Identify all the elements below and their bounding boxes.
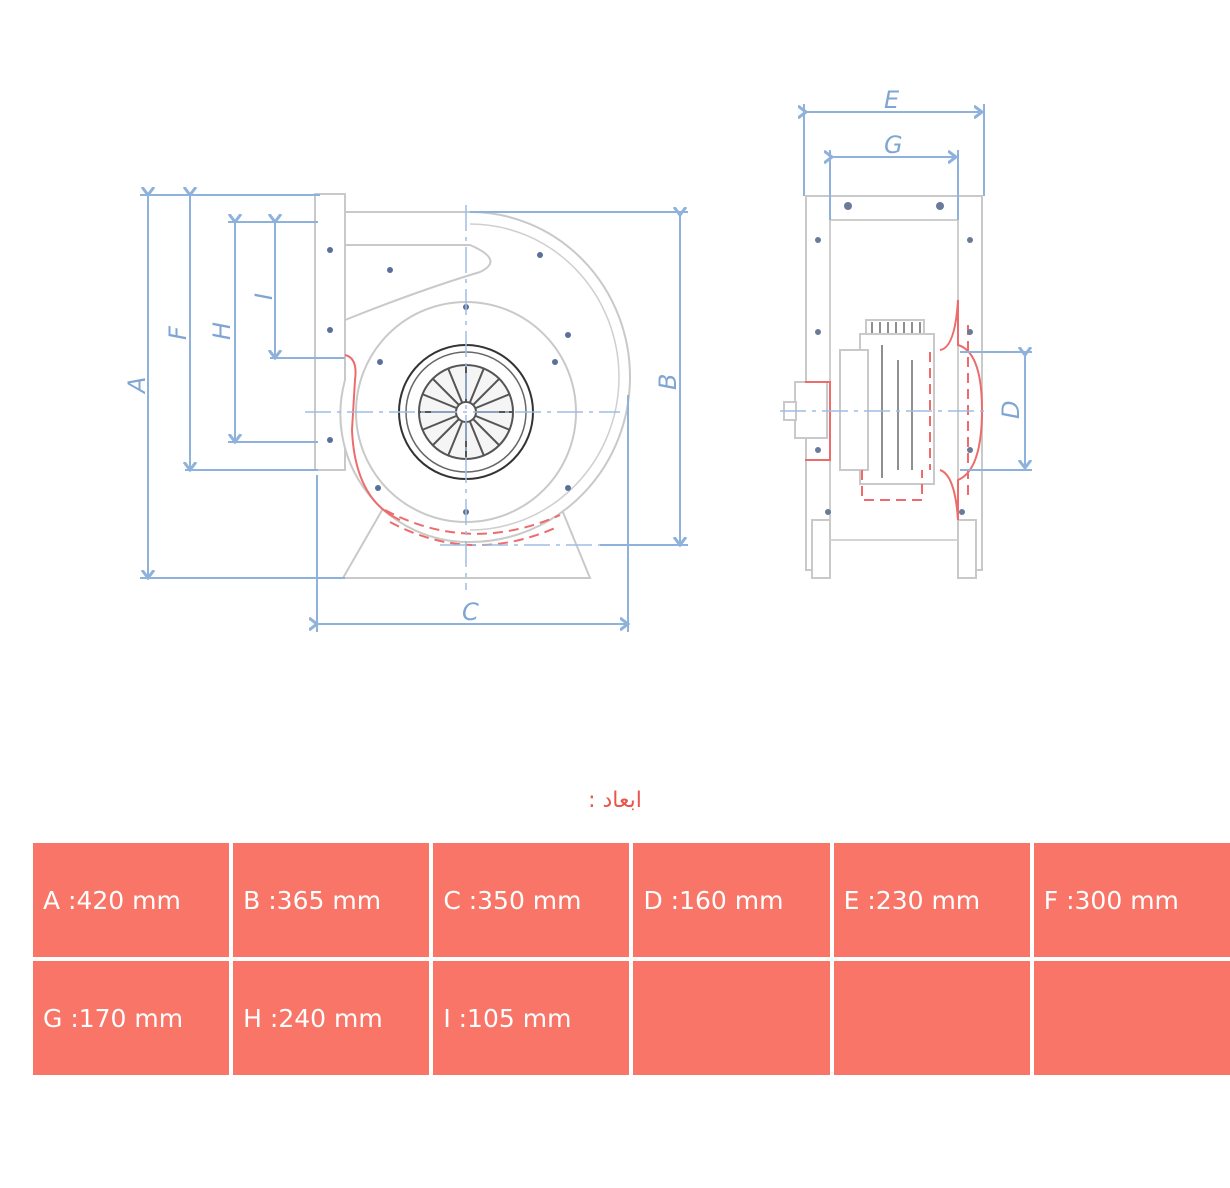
side-view-dimensions: E G D: [804, 86, 1032, 471]
table-cell: C :350 mm: [433, 843, 630, 957]
dimensions-table: A :420 mm B :365 mm C :350 mm D :160 mm …: [29, 839, 1230, 1079]
table-cell: E :230 mm: [833, 843, 1030, 957]
dimensions-title: ابعاد :: [588, 788, 642, 813]
table-cell: A :420 mm: [33, 843, 230, 957]
side-view: [780, 195, 990, 579]
label-A: A: [123, 377, 151, 395]
table-cell: H :240 mm: [233, 961, 430, 1075]
label-D: D: [997, 401, 1025, 419]
label-B: B: [654, 374, 682, 390]
fan-technical-drawing: A F H I B C: [123, 86, 1230, 632]
table-cell: B :365 mm: [233, 843, 430, 957]
table-row: A :420 mm B :365 mm C :350 mm D :160 mm …: [33, 843, 1230, 957]
front-view-dimensions: A F H I B C: [123, 195, 688, 632]
table-cell: G :170 mm: [33, 961, 230, 1075]
table-cell: F :300 mm: [1033, 843, 1230, 957]
front-view: [305, 193, 631, 590]
table-cell: [833, 961, 1030, 1075]
label-F: F: [164, 325, 192, 340]
table-cell: D :160 mm: [633, 843, 830, 957]
table-cell: [633, 961, 830, 1075]
label-H: H: [208, 322, 236, 340]
table-cell: I :105 mm: [433, 961, 630, 1075]
table-cell: [1033, 961, 1230, 1075]
label-C: C: [462, 598, 479, 626]
label-E: E: [884, 86, 900, 114]
label-I: I: [250, 293, 278, 300]
label-G: G: [884, 131, 903, 159]
table-row: G :170 mm H :240 mm I :105 mm: [33, 961, 1230, 1075]
